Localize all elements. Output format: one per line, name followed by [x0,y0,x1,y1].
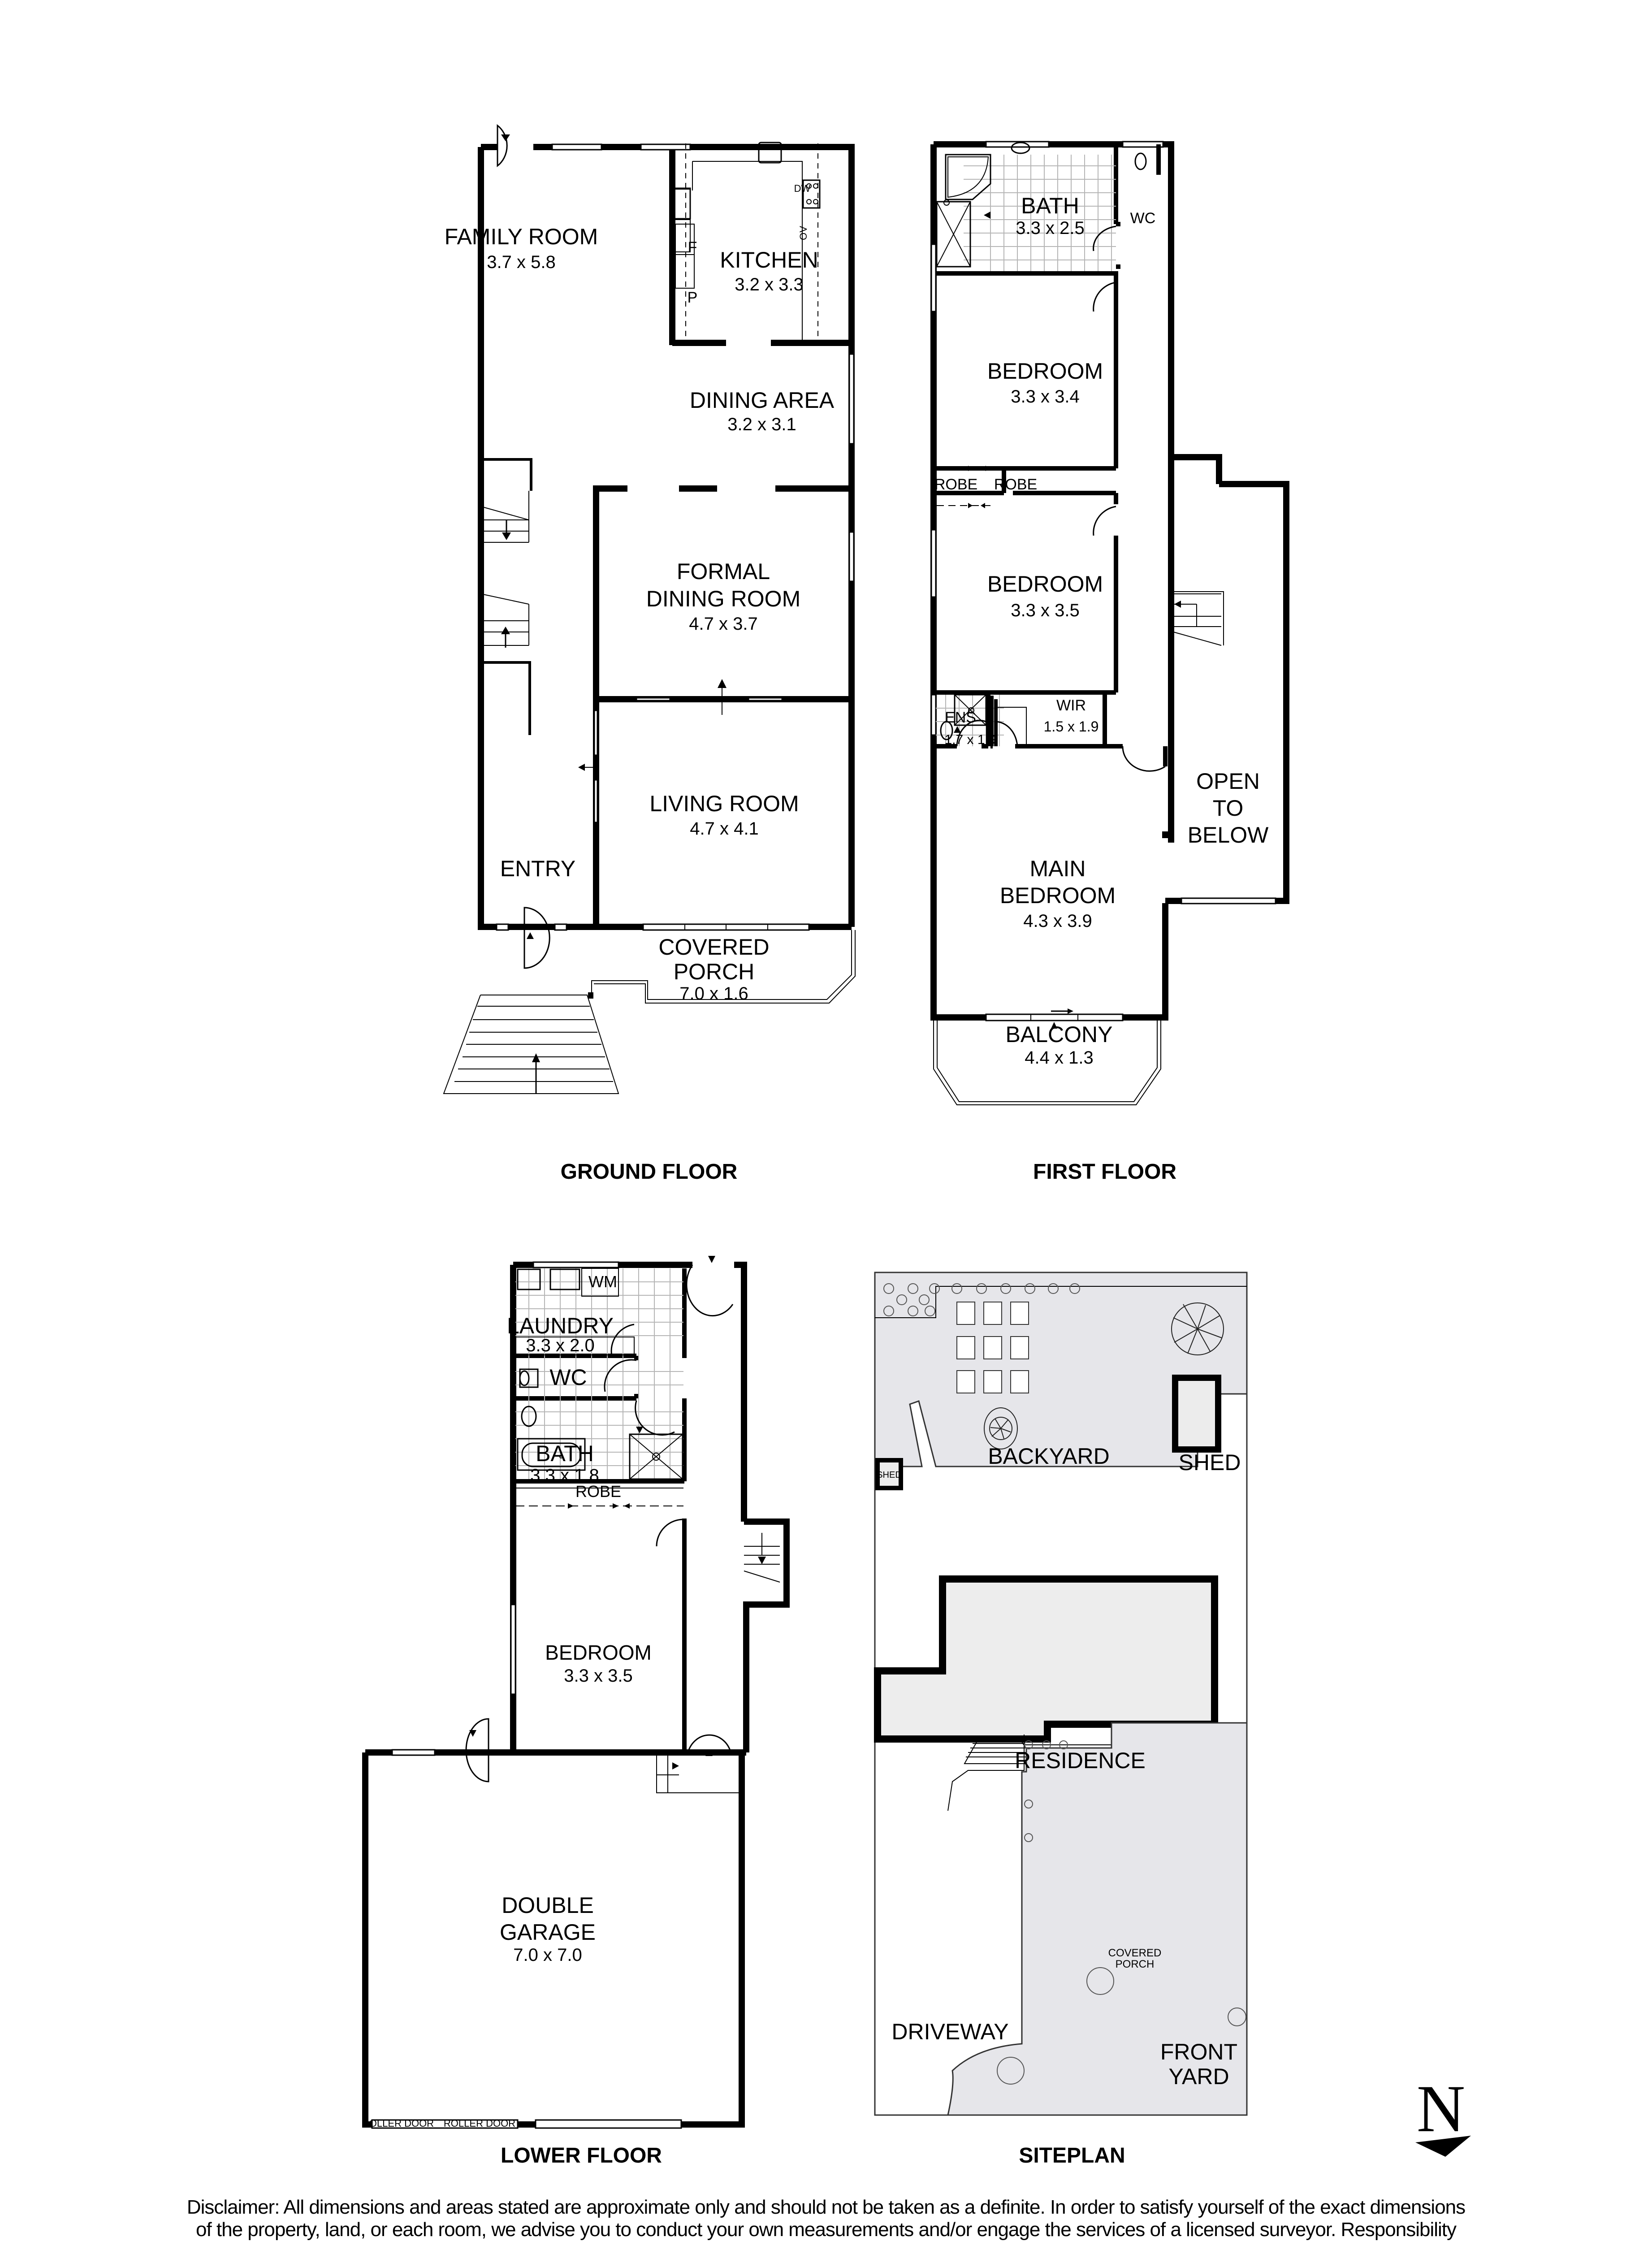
room-label-robe-lower: ROBE [575,1482,621,1501]
room-label-open-to-below-line2: TO [1213,796,1244,821]
room-dims-balcony: 4.4 x 1.3 [1025,1048,1093,1068]
siteplan-title: SITEPLAN [1019,2144,1125,2167]
site-label-backyard: BACKYARD [988,1444,1109,1469]
room-label-bath: BATH [1021,193,1079,218]
room-dims-bath-lower: 3.3 x 1.8 [530,1466,599,1485]
tree-icon [984,1407,1018,1449]
ground-floor-plan: FAMILY ROOM 3.7 x 5.8 F P DW OV KITCHEN … [443,124,856,1184]
roller-door-1-label: ROLLER DOOR [362,2118,434,2129]
disclaimer: Disclaimer: All dimensions and areas sta… [27,2196,1625,2241]
room-label-double-garage-line2: GARAGE [500,1920,596,1945]
room-dims-covered-porch: 7.0 x 1.6 [679,984,748,1004]
fixture-pantry-label: P [688,289,698,306]
room-dims-living-room: 4.7 x 4.1 [690,819,758,839]
room-label-ensuite: ENS [945,709,976,726]
room-label-wc-lower: WC [549,1365,587,1390]
bath-tile-grid [964,155,1116,271]
site-label-covered-porch-line2: PORCH [1116,1958,1155,1970]
room-label-entry: ENTRY [500,856,576,881]
room-dims-kitchen: 3.2 x 3.3 [735,275,803,294]
fixture-washing-machine-label: WM [588,1272,617,1291]
ground-floor-title: GROUND FLOOR [561,1160,738,1184]
room-label-balcony: BALCONY [1006,1022,1113,1047]
room-dims-dining-area: 3.2 x 3.1 [727,415,796,434]
north-compass: N [1415,2072,1471,2157]
room-dims-laundry: 3.3 x 2.0 [526,1336,594,1355]
disclaimer-line-2: of the property, land, or each room, we … [196,2219,1457,2241]
room-dims-ensuite: 1.7 x 1.9 [944,732,996,747]
room-label-wir: WIR [1056,697,1086,714]
roller-door-2-label: ROLLER DOOR [444,2118,515,2129]
lower-floor-title: LOWER FLOOR [501,2144,662,2167]
room-label-wc: WC [1130,210,1156,227]
site-label-covered-porch-line1: COVERED [1108,1947,1162,1959]
room-label-family-room: FAMILY ROOM [445,224,598,249]
site-label-residence: RESIDENCE [1015,1748,1146,1773]
room-dims-bath: 3.3 x 2.5 [1016,218,1084,238]
room-label-double-garage-line1: DOUBLE [502,1893,594,1918]
north-arrow-icon: N [1417,2072,1465,2146]
lower-floor-plan: WM LAUNDRY 3.3 x 2.0 WC BATH 3.3 x 1.8 R… [362,1256,790,2167]
room-dims-bedroom-2: 3.3 x 3.5 [1011,601,1079,620]
front-yard-shrubs [997,1740,1246,2085]
room-label-bedroom-1: BEDROOM [987,359,1103,384]
room-label-covered-porch-line2: PORCH [674,959,755,984]
room-label-bath-lower: BATH [536,1441,594,1466]
room-dims-bedroom-1: 3.3 x 3.4 [1011,387,1079,407]
site-label-shed-small: SHED [877,1470,902,1480]
paver-grid [956,1302,1029,1393]
room-label-laundry: LAUNDRY [507,1313,614,1338]
first-floor-title: FIRST FLOOR [1033,1160,1176,1184]
room-label-main-bedroom-line1: MAIN [1030,856,1086,881]
siteplan: SHED SHED BACKYARD RESIDENCE COVERED POR… [874,1272,1248,2167]
room-label-covered-porch-line1: COVERED [658,934,769,960]
site-label-front-yard-line2: YARD [1168,2064,1229,2089]
room-dims-double-garage: 7.0 x 7.0 [513,1945,582,1965]
room-dims-formal-dining: 4.7 x 3.7 [689,614,757,634]
fixture-dishwasher-label: DW [794,183,811,194]
site-label-front-yard-line1: FRONT [1160,2039,1237,2064]
fixture-oven-label: OV [798,226,809,240]
fixture-fridge-label: F [688,239,697,256]
room-dims-main-bedroom: 4.3 x 3.9 [1023,911,1092,931]
room-label-formal-dining-line2: DINING ROOM [646,586,800,611]
tree-icon [1171,1302,1224,1355]
room-label-open-to-below-line1: OPEN [1196,769,1260,794]
room-label-open-to-below-line3: BELOW [1188,822,1269,848]
room-label-living-room: LIVING ROOM [649,791,799,816]
room-label-kitchen: KITCHEN [720,247,818,273]
room-label-bedroom-lower: BEDROOM [545,1641,652,1664]
room-label-main-bedroom-line2: BEDROOM [1000,883,1116,908]
room-label-robe-1: ROBE [934,476,977,493]
site-label-driveway: DRIVEWAY [891,2019,1008,2044]
room-dims-bedroom-lower: 3.3 x 3.5 [564,1666,632,1686]
room-label-formal-dining-line1: FORMAL [677,559,770,584]
north-pointer-icon [1415,2136,1471,2157]
room-label-dining-area: DINING AREA [690,388,835,413]
room-dims-wir: 1.5 x 1.9 [1044,718,1099,735]
room-label-bedroom-2: BEDROOM [987,571,1103,597]
room-dims-family-room: 3.7 x 5.8 [487,252,555,272]
shrubs-row [883,1283,1080,1316]
first-floor-plan: BATH 3.3 x 2.5 WC BEDROOM 3.3 x 3.4 ROBE… [930,141,1289,1184]
room-label-robe-2: ROBE [994,476,1037,493]
site-label-shed-large: SHED [1179,1450,1241,1475]
disclaimer-line-1: Disclaimer: All dimensions and areas sta… [186,2196,1466,2218]
